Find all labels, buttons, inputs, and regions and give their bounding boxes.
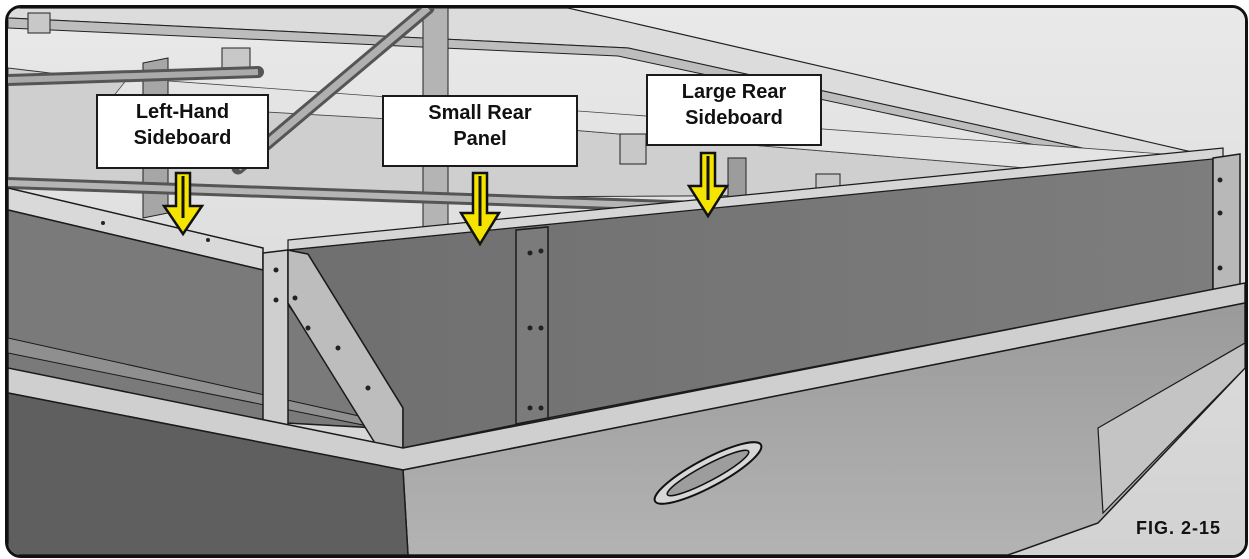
callout-small-rear-panel-line2: Panel — [453, 128, 507, 150]
inspection-window — [653, 441, 763, 505]
arrow-small-rear-panel — [458, 171, 502, 247]
corner-post — [262, 249, 289, 449]
hopper-facet — [1097, 342, 1245, 515]
figure-label: FIG. 2-15 — [1135, 518, 1221, 538]
right-end-post — [1212, 153, 1241, 293]
bottom-rail — [8, 282, 1245, 471]
sideboard-assembly-illustration — [8, 8, 1245, 555]
callout-small-rear-panel-line1: Small Rear — [428, 102, 532, 124]
callout-left-hand-sideboard: Left-Hand Sideboard — [96, 94, 269, 169]
callout-left-hand-sideboard-line2: Sideboard — [133, 127, 232, 149]
callout-left-hand-sideboard-line1: Left-Hand — [135, 101, 230, 123]
lower-left-hopper — [8, 392, 409, 555]
panel-joint-strap — [515, 226, 549, 425]
callout-large-rear-sideboard-line1: Large Rear — [681, 81, 787, 103]
figure-frame: Left-Hand Sideboard Small Rear Panel Lar… — [5, 5, 1248, 558]
callout-large-rear-sideboard-line2: Sideboard — [685, 107, 783, 129]
hopper-body — [402, 302, 1245, 555]
arrow-large-rear-sideboard — [686, 151, 730, 219]
callout-small-rear-panel: Small Rear Panel — [382, 95, 578, 167]
callout-large-rear-sideboard: Large Rear Sideboard — [646, 74, 822, 146]
tension-rods — [8, 8, 734, 214]
arrow-left-hand-sideboard — [161, 171, 205, 237]
